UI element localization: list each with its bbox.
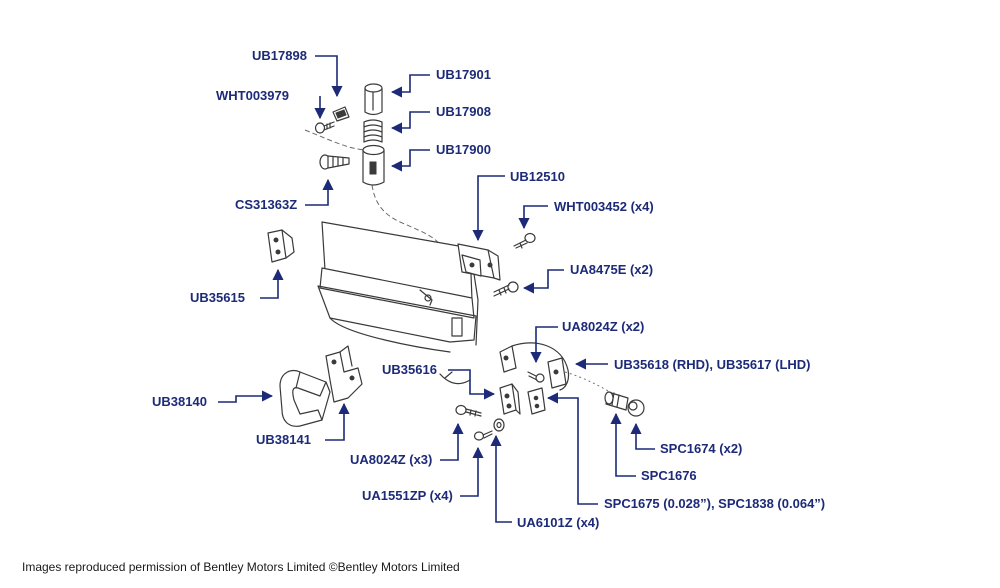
leader-spc1674: [630, 422, 655, 450]
arm-screw-part: [527, 371, 545, 383]
leader-ua1551zp: [460, 446, 484, 497]
bracket-screw-part: [513, 232, 536, 249]
label-spc1676: SPC1676: [641, 468, 697, 483]
washer-screw-part: [473, 430, 493, 441]
leader-ua8024z-x3: [440, 422, 464, 461]
pin-housing-part: [362, 144, 385, 186]
lower-hinge-plate-part: [499, 383, 546, 415]
label-ub35615: UB35615: [190, 290, 245, 305]
leader-ub35616: [448, 369, 496, 400]
clip-part: [332, 106, 350, 122]
bolt-part: [493, 281, 519, 297]
label-ub17908: UB17908: [436, 104, 491, 119]
label-wht003452: WHT003452 (x4): [554, 199, 654, 214]
leader-ub17901: [390, 74, 430, 98]
hinge-arm-part: [499, 342, 570, 391]
label-spc1675: SPC1675 (0.028”), SPC1838 (0.064”): [604, 496, 825, 511]
main-panel-part: [317, 221, 479, 353]
leader-ua6101z: [490, 434, 512, 523]
small-screw-part: [314, 121, 335, 134]
label-ub17898: UB17898: [252, 48, 307, 63]
leader-ub17898: [315, 55, 343, 98]
leader-ub17900: [390, 149, 430, 172]
label-ub12510: UB12510: [510, 169, 565, 184]
parts-drawing: [267, 83, 645, 441]
label-spc1674: SPC1674 (x2): [660, 441, 742, 456]
leader-ub38141: [325, 402, 350, 441]
leader-ub17908: [390, 111, 430, 134]
label-ub35618: UB35618 (RHD), UB35617 (LHD): [614, 357, 811, 372]
label-ua6101z: UA6101Z (x4): [517, 515, 599, 530]
label-ua8024z-x2: UA8024Z (x2): [562, 319, 644, 334]
pin-top-part: [364, 83, 383, 116]
handle-part: [279, 369, 331, 427]
hinge-plate-part: [267, 229, 295, 263]
handle-bracket-part: [325, 345, 363, 403]
label-ua8024z-x3: UA8024Z (x3): [350, 452, 432, 467]
bush-part: [604, 391, 645, 417]
label-ub38141: UB38141: [256, 432, 311, 447]
leader-ua8024z-x2: [530, 326, 558, 364]
tapered-screw-part: [319, 154, 350, 170]
leader-spc1675: [546, 392, 598, 505]
label-ua8475e: UA8475E (x2): [570, 262, 653, 277]
label-ub35616: UB35616: [382, 362, 437, 377]
shim-part: [439, 371, 471, 385]
label-ub17900: UB17900: [436, 142, 491, 157]
leader-ub38140: [218, 390, 274, 403]
lower-screw-part: [455, 404, 482, 417]
leader-ua8475e: [522, 269, 564, 294]
spring-part: [363, 119, 383, 143]
leader-wht003452: [518, 205, 548, 230]
label-cs31363z: CS31363Z: [235, 197, 297, 212]
copyright-credit: Images reproduced permission of Bentley …: [22, 560, 460, 574]
label-ua1551zp: UA1551ZP (x4): [362, 488, 453, 503]
label-ub38140: UB38140: [152, 394, 207, 409]
washer-part: [493, 418, 505, 432]
leader-cs31363z: [305, 178, 334, 206]
leader-ub35615: [260, 268, 284, 299]
leader-lines: [218, 55, 655, 523]
part-labels: UB17898 WHT003979 UB17901 UB17908 UB1790…: [152, 48, 825, 530]
latch-bracket-part: [457, 243, 501, 281]
leader-ub12510: [472, 175, 505, 242]
label-wht003979: WHT003979: [216, 88, 289, 103]
leader-spc1676: [610, 412, 636, 477]
label-ub17901: UB17901: [436, 67, 491, 82]
